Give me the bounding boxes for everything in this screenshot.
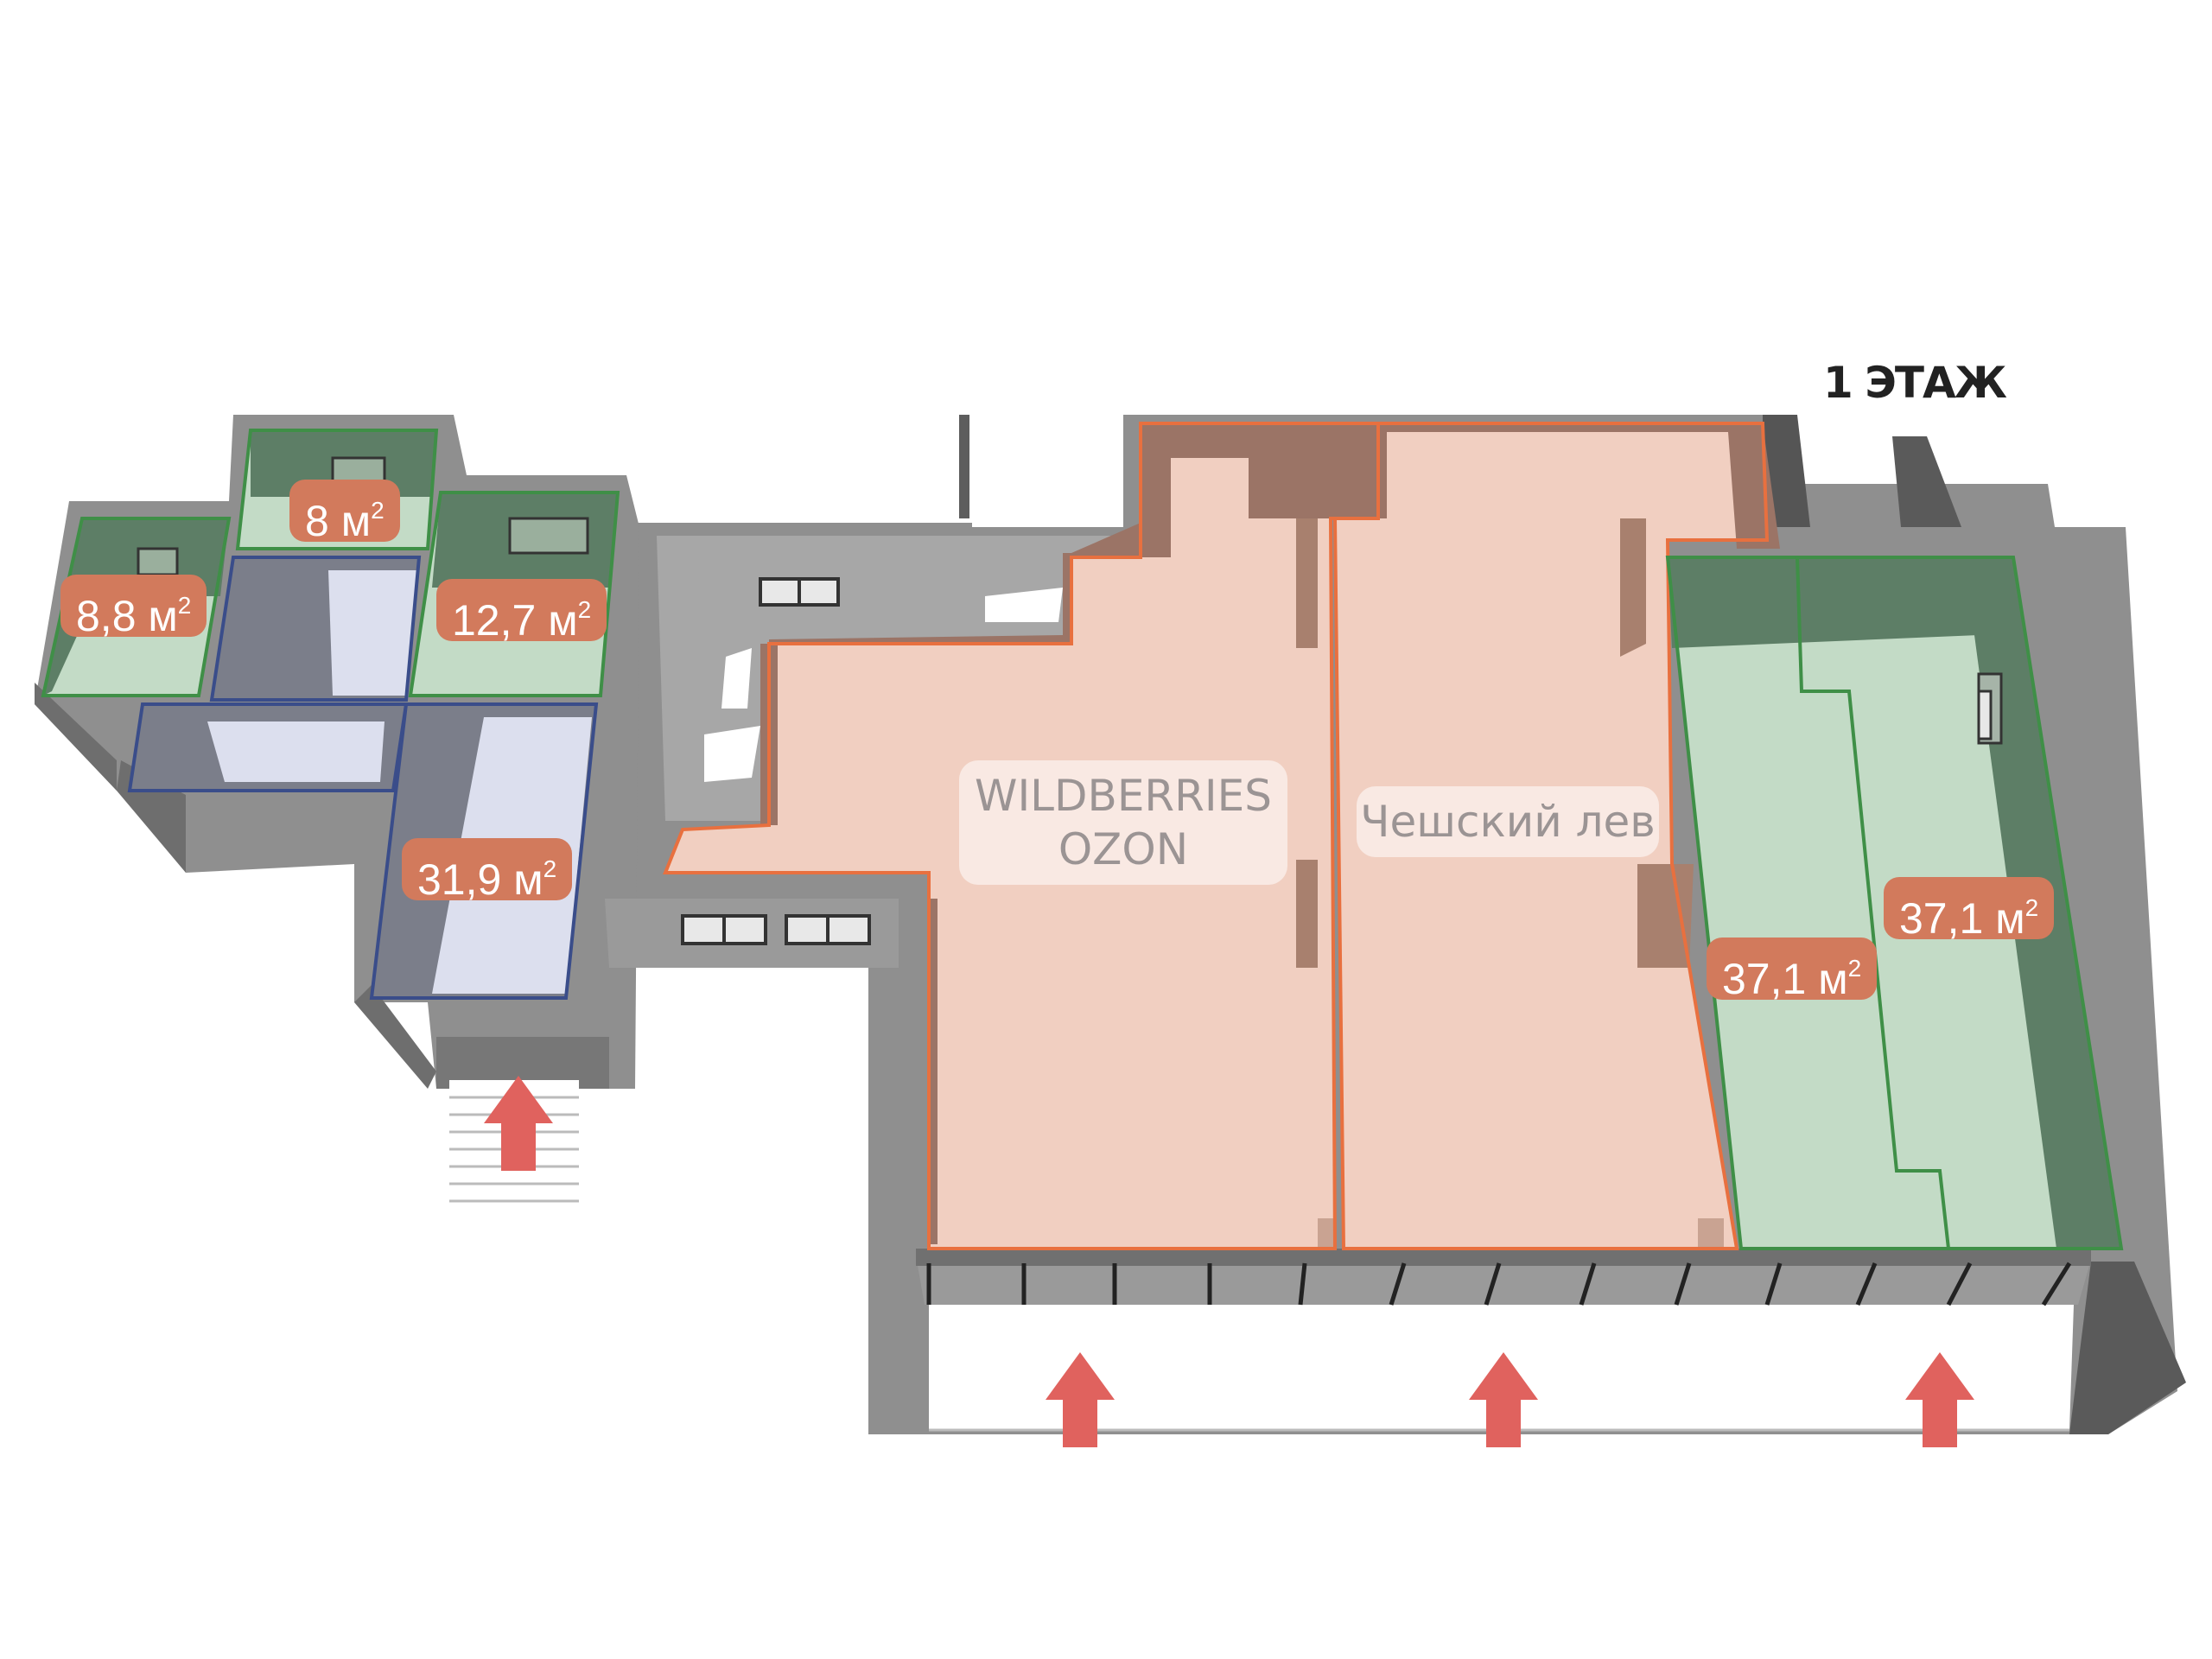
area-unit-power: 2 [543, 855, 557, 882]
tenant-label-wildberries: WILDBERRIES OZON [959, 760, 1287, 885]
up-arrow-icon [1905, 1352, 1974, 1447]
tenant-name-line: WILDBERRIES [975, 771, 1272, 821]
area-badge: 37,1 м2 [1707, 938, 1878, 1003]
area-value: 31,9 м [417, 855, 543, 904]
area-value: 8 м [305, 497, 372, 545]
tenant-name-line: Чешский лев [1360, 797, 1656, 847]
shop-front [916, 1249, 2091, 1432]
area-badge: 31,9 м2 [402, 838, 573, 904]
area-value: 12,7 м [452, 596, 578, 645]
area-unit-power: 2 [371, 497, 385, 524]
area-unit-power: 2 [2024, 894, 2039, 921]
tenant-label-czech-lion: Чешский лев [1357, 786, 1659, 857]
window-pair-icon [1977, 672, 2003, 745]
up-arrow-icon [1046, 1352, 1115, 1447]
area-badge: 12,7 м2 [436, 579, 607, 645]
area-badge: 37,1 м2 [1884, 877, 2055, 943]
area-value: 8,8 м [76, 592, 178, 640]
area-value: 37,1 м [1722, 955, 1848, 1003]
area-unit-power: 2 [177, 592, 192, 619]
area-badge: 8,8 м2 [60, 575, 207, 640]
window-pair-icon [681, 577, 871, 945]
tenant-name-line: OZON [1058, 824, 1189, 874]
area-unit-power: 2 [577, 596, 592, 623]
area-unit-power: 2 [1847, 955, 1862, 982]
area-badge: 8 м2 [289, 480, 400, 545]
up-arrow-icon [1469, 1352, 1538, 1447]
up-arrow-icon [484, 1076, 553, 1171]
area-value: 37,1 м [1899, 894, 2025, 943]
floor-label: 1 ЭТАЖ [1823, 358, 2007, 408]
